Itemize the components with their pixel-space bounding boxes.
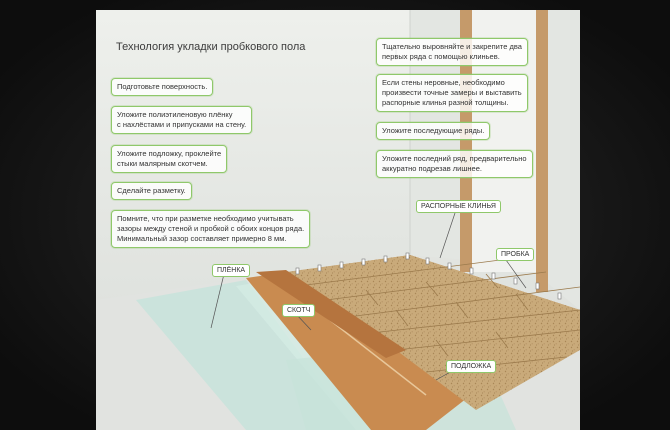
- label-cork: ПРОБКА: [496, 248, 535, 261]
- step-lay-underlay: Уложите подложку, проклейте стыки малярн…: [111, 145, 228, 173]
- door-frame-right: [536, 10, 548, 292]
- step-lay-film: Уложите полиэтиленовую плёнку с нахлёста…: [111, 106, 253, 134]
- spacer-wedges: [295, 252, 562, 300]
- step-prepare-surface: Подготовьте поверхность.: [111, 78, 214, 96]
- step-gap-reminder: Помните, что при разметке необходимо учи…: [111, 210, 311, 248]
- cork-floor: [286, 255, 580, 410]
- label-wedges: РАСПОРНЫЕ КЛИНЬЯ: [416, 200, 501, 213]
- label-tape: СКОТЧ: [282, 304, 316, 317]
- label-film: ПЛЁНКА: [212, 264, 251, 277]
- step-next-rows: Уложите последующие ряды.: [376, 122, 491, 140]
- step-last-row: Уложите последний ряд, предварительно ак…: [376, 150, 533, 178]
- diagram-title: Технология укладки пробкового пола: [116, 41, 306, 53]
- step-uneven-walls: Если стены неровные, необходимо произвес…: [376, 74, 528, 112]
- step-marking: Сделайте разметку.: [111, 182, 192, 200]
- label-underlay: ПОДЛОЖКА: [446, 360, 497, 373]
- underlay-edge: [256, 270, 406, 358]
- step-fix-first-rows: Тщательно выровняйте и закрепите два пер…: [376, 38, 528, 66]
- diagram-canvas: Технология укладки пробкового пола Подго…: [96, 10, 580, 430]
